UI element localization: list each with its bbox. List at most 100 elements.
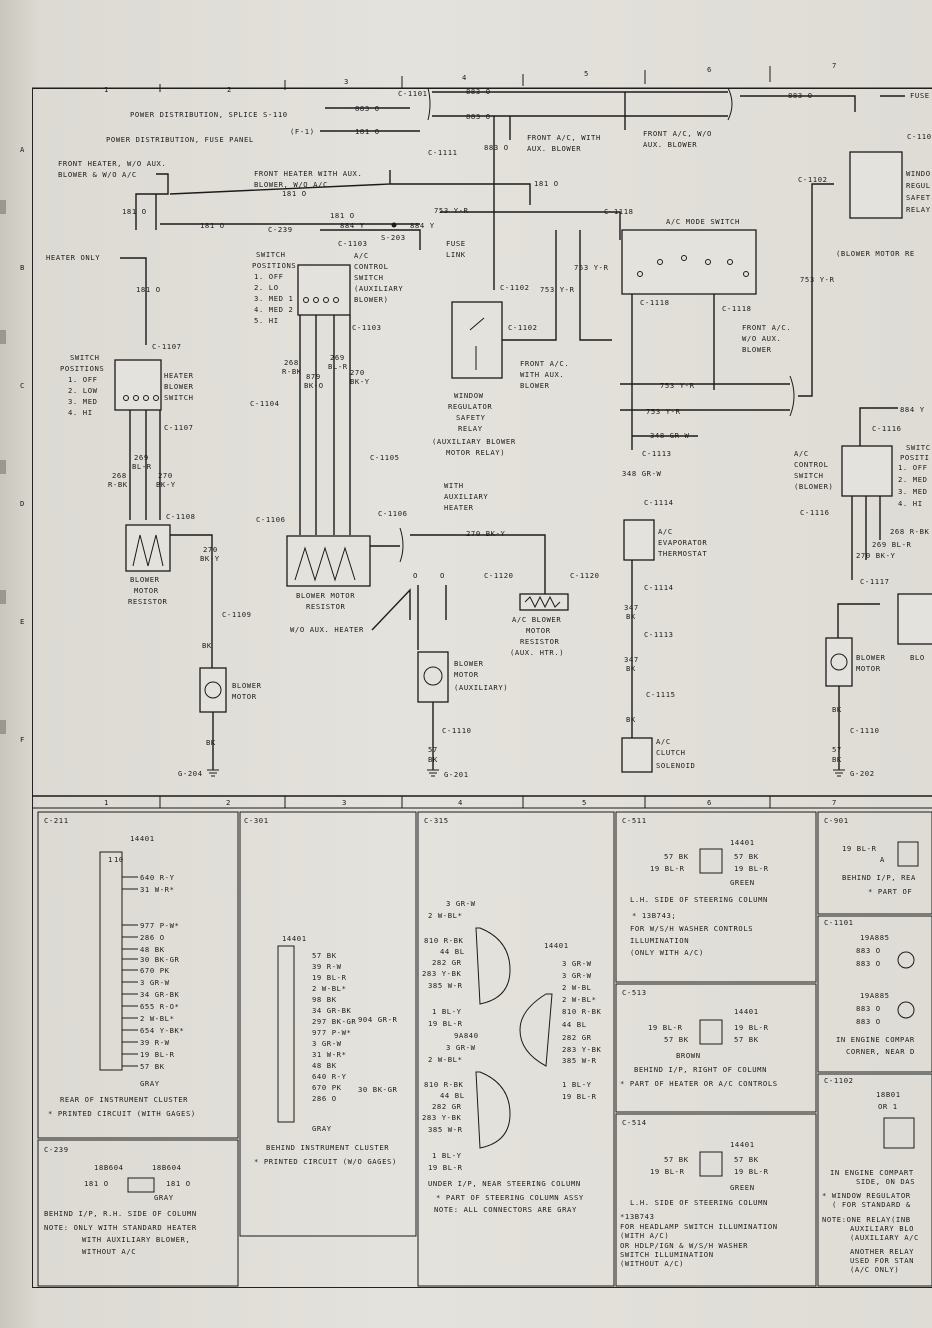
c1102b-n6: USED FOR STAN: [850, 1256, 914, 1265]
w268-m: 268: [284, 358, 299, 367]
c901-title: C-901: [824, 816, 849, 825]
bm-l-1: MOTOR: [232, 692, 257, 701]
pos-1: 2. LO: [254, 283, 279, 292]
fac-wo-0: FRONT A/C.: [742, 323, 791, 332]
ac-control-switch-blower: [841, 445, 893, 497]
s203: S-203: [381, 233, 406, 242]
c1101b-w1: 883 O: [856, 946, 881, 955]
wr-2: SAFETY: [456, 413, 486, 422]
blower-motor-resistor-aux: [286, 535, 371, 587]
c1101b-title: C-1101: [824, 918, 854, 927]
pd-fuse-label: POWER DISTRIBUTION, FUSE PANEL: [106, 135, 254, 144]
grid-col-2: 2: [227, 85, 232, 94]
w0-2: O: [440, 571, 445, 580]
w268-r: 268 R-BK: [890, 527, 929, 536]
c315-lb2: 810 R-BK: [424, 1080, 463, 1089]
blo: BLO: [910, 653, 925, 662]
pos-0: 1. OFF: [254, 272, 284, 281]
c301-w13: 286 O: [312, 1094, 337, 1103]
c511-n1: FOR W/S/H WASHER CONTROLS: [630, 924, 753, 933]
w181-top: 181 O: [282, 189, 307, 198]
c315-lb1: 2 W-BL*: [428, 1055, 463, 1064]
c1102-panel: C-1102 18B01 OR 1 IN ENGINE COMPART SIDE…: [822, 1076, 918, 1274]
pos2-3: 4. HI: [68, 408, 93, 417]
c1105: C-1105: [370, 453, 400, 462]
relay-section: FUSE LINK C-1102 C-1102 WINDOW REGULATOR…: [432, 230, 612, 457]
window-relay-right: [849, 151, 903, 219]
c315-title: C-315: [424, 816, 449, 825]
blower-motor-re: (BLOWER MOTOR RE: [836, 249, 915, 258]
f1-label: (F-1): [290, 127, 315, 136]
c315-caption: UNDER I/P, NEAR STEERING COLUMN: [428, 1179, 581, 1188]
ac-blower-resistor: [519, 593, 569, 611]
c1101b-p2: 19A885: [860, 991, 890, 1000]
c511-part: 14401: [730, 838, 755, 847]
c1102-b: C-1102: [508, 323, 538, 332]
regul: REGUL: [906, 181, 931, 190]
grid-rows: A B C D E F: [20, 145, 24, 744]
c315-r5: 44 BL: [562, 1020, 587, 1029]
c901-caption: BEHIND I/P, REA: [842, 873, 916, 882]
c315-r4: 810 R-BK: [562, 1007, 601, 1016]
c315-r10: 19 BL-R: [562, 1092, 597, 1101]
c1102-right: C-1102: [798, 175, 828, 184]
c211-w13: 19 BL-R: [140, 1050, 175, 1059]
w753-top: 753 Y-R: [434, 206, 469, 215]
w270-l2: 270: [203, 545, 218, 554]
c315-lt3: 44 BL: [440, 947, 465, 956]
fac-1: WITH AUX.: [520, 370, 564, 379]
c315-lb3: 44 BL: [440, 1091, 465, 1100]
w753-a: 753 Y-R: [660, 381, 695, 390]
c239b-n2: WITHOUT A/C: [82, 1247, 136, 1256]
c514-part: 14401: [730, 1140, 755, 1149]
c511-color: GREEN: [730, 878, 755, 887]
c1104: C-1104: [250, 399, 280, 408]
abr-0: A/C BLOWER: [512, 615, 561, 624]
c211-part: 14401: [130, 834, 155, 843]
c1101-panel: C-1101 19A885 883 O 883 O 19A885 883 O 8…: [824, 918, 915, 1056]
bk-347c: BK: [626, 715, 636, 724]
w348: 348 GR-W: [650, 431, 689, 440]
c1102b-title: C-1102: [824, 1076, 854, 1085]
ac-mode-section: C-1118 A/C MODE SWITCH C-1118 C-1118 FRO…: [604, 132, 932, 773]
positions-2: POSITIONS: [252, 261, 296, 270]
w883-a: 883 O: [466, 87, 491, 96]
grid-col-6: 6: [707, 65, 712, 74]
bgrid-4: 4: [458, 798, 463, 807]
acs-3: (AUXILIARY: [354, 284, 403, 293]
w753-right: 753 Y-R: [800, 275, 835, 284]
blower-motor-aux: [417, 651, 449, 703]
c514-n4: SWITCH ILLUMINATION: [620, 1250, 714, 1259]
c239b-w1: 181 O: [84, 1179, 109, 1188]
c1108: C-1108: [166, 512, 196, 521]
blr-l: BL-R: [132, 462, 152, 471]
wo-aux-heater: W/O AUX. HEATER: [290, 625, 364, 634]
w181-fuse: 181 O: [355, 127, 380, 136]
c513-panel: C-513 14401 19 BL-R 57 BK 19 BL-R 57 BK …: [620, 988, 778, 1088]
c511-l1: 57 BK: [664, 852, 689, 861]
c1102b-n7: (A/C ONLY): [850, 1265, 899, 1274]
connector-panels: [37, 811, 932, 1287]
c1118-l: C-1118: [640, 298, 670, 307]
aet-0: A/C: [658, 527, 673, 536]
c511-n0: * 13B743;: [632, 911, 676, 920]
c513-note: * PART OF HEATER OR A/C CONTROLS: [620, 1079, 778, 1088]
bma-2: (AUXILIARY): [454, 683, 508, 692]
c301-panel: C-301 14401 57 BK 39 R-W 19 BL-R 2 W-BL*…: [244, 816, 397, 1166]
c1116-bot: C-1116: [800, 508, 830, 517]
c1118-top: C-1118: [604, 207, 634, 216]
c514-caption: L.H. SIDE OF STEERING COLUMN: [630, 1198, 768, 1207]
c239b-p1: 18B604: [94, 1163, 124, 1172]
c1115: C-1115: [646, 690, 676, 699]
c1114-a: C-1114: [644, 498, 674, 507]
c1102b-cap1: SIDE, ON DAS: [856, 1177, 915, 1186]
c1114-b: C-1114: [644, 583, 674, 592]
c211-w7: 3 GR-W: [140, 978, 170, 987]
ac-clutch-solenoid: [621, 737, 653, 773]
c211-title: C-211: [44, 816, 69, 825]
c901-w1: 19 BL-R: [842, 844, 877, 853]
c211-pin10: 10: [114, 855, 124, 864]
c301-w5: 34 GR-BK: [312, 1006, 351, 1015]
fac-wo-1: W/O AUX.: [742, 334, 781, 343]
